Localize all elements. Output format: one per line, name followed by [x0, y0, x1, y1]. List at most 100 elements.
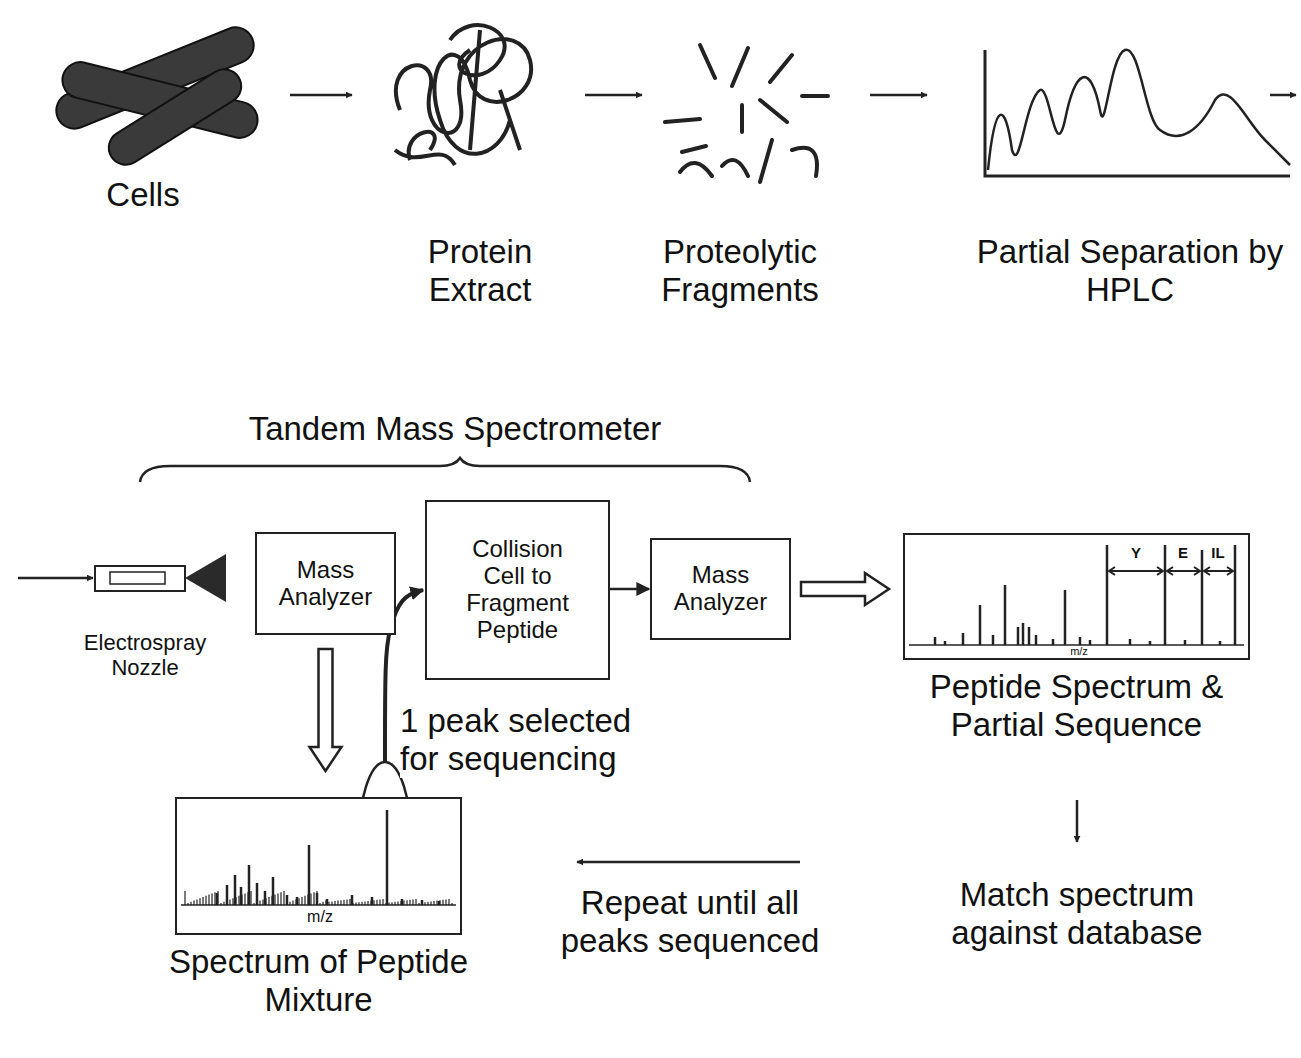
- noise-stroke: [355, 903, 356, 905]
- noise-stroke: [211, 893, 212, 905]
- noise-stroke: [316, 891, 317, 905]
- noise-stroke: [214, 892, 215, 905]
- block-arrow: [801, 573, 889, 605]
- noise-stroke: [406, 900, 407, 905]
- noise-stroke: [217, 891, 218, 905]
- noise-stroke: [451, 903, 452, 905]
- noise-stroke: [208, 895, 209, 905]
- noise-stroke: [229, 899, 230, 905]
- spectrum-peak: [1052, 639, 1055, 645]
- noise-stroke: [223, 902, 224, 905]
- spectrum-peak: [216, 893, 219, 905]
- noise-stroke: [184, 891, 185, 905]
- spectrum-peak: [992, 635, 995, 645]
- spectrum-peak: [234, 875, 237, 905]
- noise-stroke: [439, 900, 440, 905]
- noise-stroke: [283, 891, 284, 905]
- spectrum-peak: [1064, 590, 1067, 645]
- spectrum-peak: [371, 897, 374, 905]
- residue-label: IL: [1211, 545, 1224, 560]
- chromatogram-trace: [988, 50, 1290, 170]
- noise-stroke: [331, 901, 332, 905]
- edge-label: 1 peak selected for sequencing: [400, 702, 650, 778]
- noise-stroke: [373, 900, 374, 905]
- spectrum-peak: [326, 899, 329, 905]
- spectrum-peak: [962, 633, 965, 645]
- text-label: Cells: [43, 176, 243, 214]
- noise-stroke: [430, 901, 431, 905]
- noise-stroke: [349, 899, 350, 905]
- spectrum-panel: YEILm/zPeptide Spectrum & Partial Sequen…: [903, 533, 1250, 744]
- cells-illustration: [51, 22, 261, 171]
- noise-stroke: [391, 902, 392, 905]
- noise-stroke: [193, 901, 194, 905]
- noise-stroke: [301, 897, 302, 905]
- noise-stroke: [448, 899, 449, 905]
- spectrum-peak: [1106, 545, 1109, 645]
- spectrum-plot: Y E IL m/z: [903, 533, 1250, 660]
- residue-label: E: [1178, 545, 1188, 560]
- spectrum-peak: [1219, 641, 1222, 645]
- spectrum-peak: [1149, 641, 1152, 645]
- flow-arrow: [610, 588, 649, 591]
- noise-stroke: [379, 899, 380, 905]
- spectrum-peak: [944, 641, 947, 645]
- noise-stroke: [304, 896, 305, 905]
- noise-stroke: [250, 891, 251, 905]
- spectrum-peak: [438, 901, 441, 905]
- box-text: Collision Cell to Fragment Peptide: [450, 536, 585, 644]
- process-box: Mass Analyzer: [255, 532, 396, 635]
- spectrum-peak: [979, 605, 982, 645]
- spectrum-plot: m/z: [175, 797, 462, 935]
- noise-stroke: [346, 899, 347, 905]
- axis-label: m/z: [1070, 646, 1088, 657]
- spectrum-peak: [1201, 550, 1204, 645]
- noise-stroke: [259, 901, 260, 905]
- noise-stroke: [238, 896, 239, 905]
- spectrum-peak: [1184, 640, 1187, 645]
- noise-stroke: [244, 893, 245, 905]
- spectrum-peak: [1022, 623, 1025, 645]
- noise-stroke: [367, 901, 368, 905]
- process-box: Collision Cell to Fragment Peptide: [425, 500, 610, 680]
- noise-stroke: [364, 901, 365, 905]
- spectrum-peak: [401, 899, 404, 905]
- spectrum-peak: [351, 895, 354, 905]
- text-label: Match spectrum against database: [917, 876, 1237, 952]
- noise-stroke: [220, 903, 221, 905]
- noise-stroke: [322, 902, 323, 905]
- noise-stroke: [388, 903, 389, 905]
- spectrum-peak: [256, 883, 259, 905]
- noise-stroke: [232, 898, 233, 905]
- spectrum-peak: [386, 810, 389, 905]
- spectrum-peak: [272, 877, 275, 905]
- residue-label: Y: [1131, 545, 1141, 560]
- noise-stroke: [253, 903, 254, 905]
- text-label: Protein Extract: [390, 233, 570, 309]
- noise-stroke: [361, 902, 362, 905]
- noise-stroke: [187, 903, 188, 905]
- spectrum-peak: [1035, 635, 1038, 645]
- interval-arrow: [1109, 567, 1163, 575]
- noise-stroke: [442, 900, 443, 905]
- proteolytic-fragments: [665, 45, 828, 182]
- panel-caption: Peptide Spectrum & Partial Sequence: [883, 668, 1270, 744]
- noise-stroke: [190, 902, 191, 905]
- noise-stroke: [289, 902, 290, 905]
- spectrum-peak: [1129, 639, 1132, 645]
- noise-stroke: [310, 893, 311, 905]
- spectrum-peak: [296, 897, 299, 905]
- spectrum-peak: [308, 845, 311, 905]
- noise-stroke: [433, 901, 434, 905]
- noise-stroke: [334, 901, 335, 905]
- protein-extract: [395, 25, 531, 165]
- noise-stroke: [268, 897, 269, 905]
- spectrum-peak: [934, 637, 937, 645]
- spectrum-peaks: [905, 535, 1248, 658]
- spectrum-peak: [240, 887, 243, 905]
- noise-stroke: [445, 899, 446, 905]
- spectrum-peak: [286, 895, 289, 905]
- spectrum-peak: [1079, 637, 1082, 645]
- noise-stroke: [409, 900, 410, 905]
- text-label: Tandem Mass Spectrometer: [225, 410, 685, 448]
